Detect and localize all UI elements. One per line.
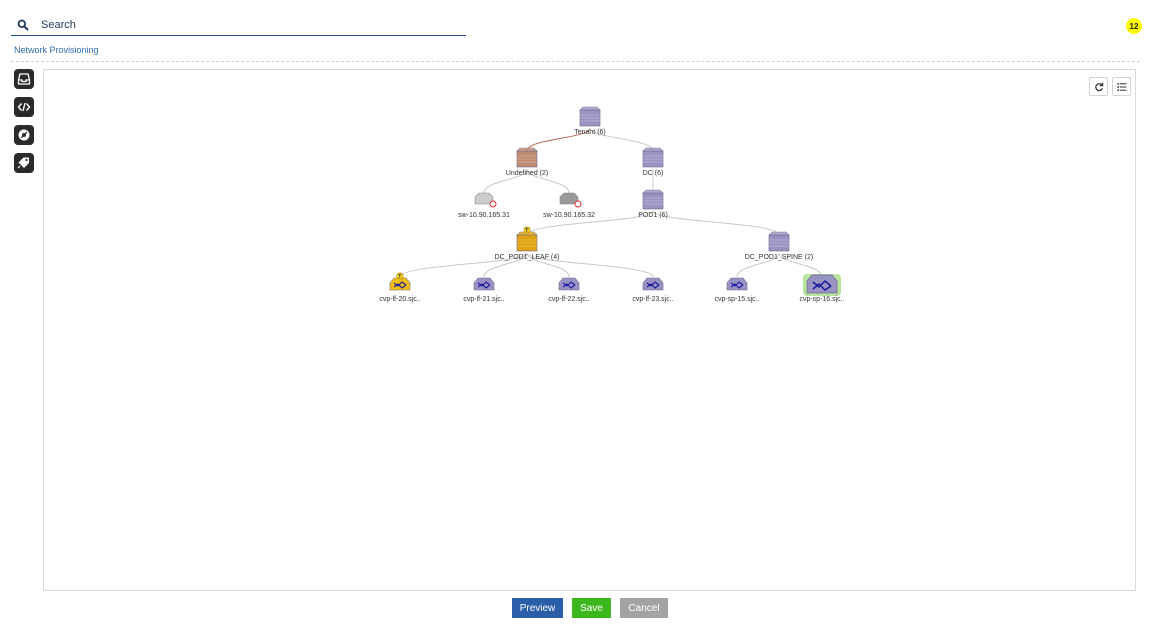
- topology-node-tenant[interactable]: Tenant (6): [574, 106, 606, 136]
- topology-edge: [589, 127, 654, 152]
- topology-node-label: cvp-lf-21.sjc..: [463, 296, 504, 303]
- topology-node-label: DC_POD1_SPINE (2): [745, 254, 813, 261]
- save-button[interactable]: Save: [572, 598, 611, 618]
- topology-edge: [526, 252, 570, 278]
- svg-text:T: T: [398, 274, 401, 280]
- topology-node-dc[interactable]: DC (6): [642, 147, 664, 177]
- topology-node-sp15[interactable]: cvp-sp-15.sjc..: [714, 277, 760, 303]
- topology-node-label: sw-10.90.165.32: [543, 212, 595, 219]
- settings-icon: [17, 128, 31, 142]
- topology-node-label: DC (6): [643, 170, 664, 177]
- topology-node-label: cvp-lf-20.sjc..: [379, 296, 420, 303]
- refresh-icon: [1094, 82, 1104, 92]
- topology-graph[interactable]: Tenant (6) Undefined (2) DC (6) sw-10.90.16…: [44, 70, 1135, 590]
- topology-edge: [483, 168, 528, 194]
- topology-node-label: sw-10.90.165.31: [458, 212, 510, 219]
- cancel-button[interactable]: Cancel: [620, 598, 668, 618]
- topology-edge: [526, 210, 654, 236]
- topology-edge: [652, 210, 780, 236]
- topology-node-label: POD1 (6): [638, 212, 668, 219]
- settings-button[interactable]: [14, 125, 34, 145]
- topology-node-undefined[interactable]: Undefined (2): [506, 147, 548, 177]
- topology-edge: [526, 252, 654, 278]
- svg-text:T: T: [525, 228, 528, 234]
- topology-node-pod1[interactable]: POD1 (6): [638, 189, 668, 219]
- topology-node-label: cvp-sp-16.sjc..: [799, 296, 844, 303]
- topology-node-leaf[interactable]: T DC_POD1_LEAF (4): [495, 226, 560, 261]
- topology-edge: [526, 127, 591, 152]
- search-bar: [11, 14, 466, 36]
- code-button[interactable]: [14, 97, 34, 117]
- topology-node-spine[interactable]: DC_POD1_SPINE (2): [745, 231, 813, 261]
- refresh-button[interactable]: [1089, 77, 1108, 96]
- topology-node-sw31[interactable]: sw-10.90.165.31: [458, 192, 510, 219]
- list-button[interactable]: [1112, 77, 1131, 96]
- preview-button[interactable]: Preview: [512, 598, 563, 618]
- tags-button[interactable]: [14, 153, 34, 173]
- breadcrumb[interactable]: Network Provisioning: [14, 45, 99, 55]
- topology-node-label: DC_POD1_LEAF (4): [495, 254, 560, 261]
- topology-edge: [526, 168, 570, 194]
- divider: [11, 61, 1140, 62]
- notification-badge[interactable]: 12: [1126, 18, 1142, 34]
- topology-edge: [399, 252, 528, 278]
- topology-node-sp16[interactable]: cvp-sp-16.sjc..: [799, 274, 845, 303]
- topology-node-sw32[interactable]: sw-10.90.165.32: [543, 192, 595, 219]
- topology-edge: [483, 252, 528, 278]
- search-input[interactable]: [37, 18, 466, 31]
- topology-canvas[interactable]: Tenant (6) Undefined (2) DC (6) sw-10.90.16…: [43, 69, 1136, 591]
- topology-node-label: cvp-sp-15.sjc..: [714, 296, 759, 303]
- tags-icon: [17, 156, 31, 170]
- topology-node-label: Undefined (2): [506, 170, 548, 177]
- topology-node-label: cvp-lf-22.sjc..: [548, 296, 589, 303]
- tray-icon: [17, 72, 31, 86]
- topology-node-lf23[interactable]: cvp-lf-23.sjc..: [632, 277, 674, 303]
- topology-edge: [736, 252, 780, 278]
- tray-button[interactable]: [14, 69, 34, 89]
- topology-edge: [778, 252, 823, 278]
- list-icon: [1117, 82, 1127, 92]
- search-icon[interactable]: [15, 17, 31, 33]
- topology-node-lf21[interactable]: cvp-lf-21.sjc..: [463, 277, 505, 303]
- topology-node-label: cvp-lf-23.sjc..: [632, 296, 673, 303]
- topology-node-label: Tenant (6): [574, 129, 606, 136]
- topology-node-lf22[interactable]: cvp-lf-22.sjc..: [548, 277, 590, 303]
- code-icon: [17, 100, 31, 114]
